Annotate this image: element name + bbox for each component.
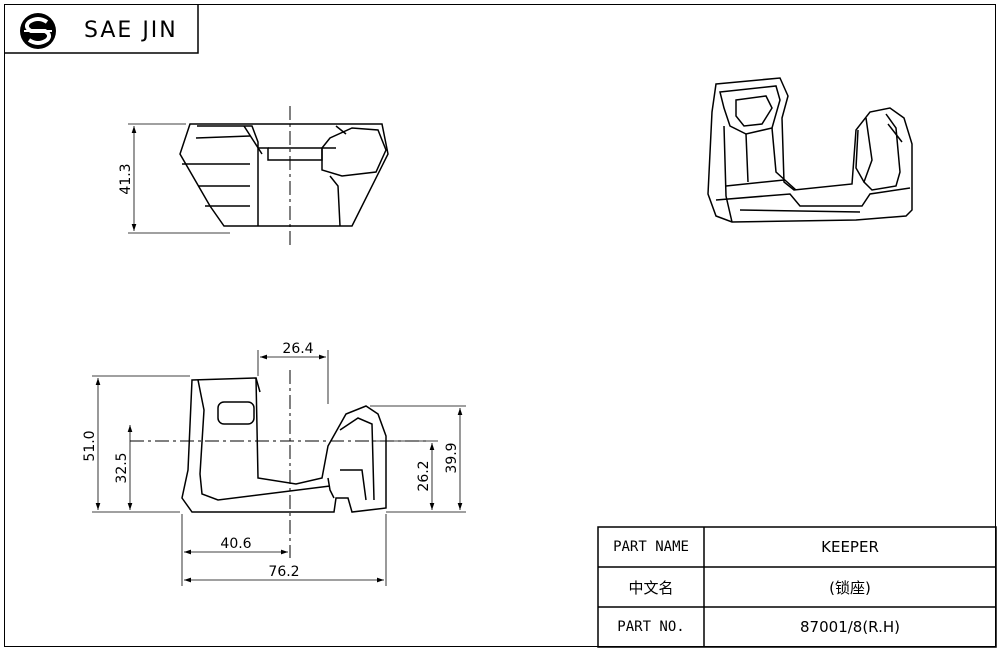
chinese-name-value: (锁座) (829, 578, 871, 597)
dim-overall-width: 76.2 (184, 514, 387, 586)
half-width-label: 40.6 (220, 536, 251, 552)
slot-width-label: 26.4 (282, 341, 313, 357)
dim-overall-height: 51.0 (82, 375, 190, 513)
dim-top-height: 41.3 (118, 123, 230, 234)
chinese-name-label: 中文名 (628, 578, 674, 597)
inner-height-label: 26.2 (416, 460, 432, 491)
overall-width-label: 76.2 (268, 564, 299, 580)
brand-name: SAE JIN (84, 18, 178, 43)
sae-jin-logo-icon (20, 13, 56, 49)
isometric-view (707, 77, 913, 223)
part-no-value: 87001/8(R.H) (800, 618, 900, 636)
dim-half-width: 40.6 (181, 514, 288, 586)
dim-right-height: 39.9 (370, 405, 466, 513)
dim-inner-height: 26.2 (372, 440, 438, 513)
center-height-label: 32.5 (114, 452, 130, 483)
part-no-label: PART NO. (617, 619, 685, 635)
drawing-frame (4, 4, 996, 647)
dim-slot-width: 26.4 (257, 341, 329, 404)
right-height-label: 39.9 (444, 442, 460, 473)
dim-center-height: 32.5 (114, 425, 133, 510)
overall-height-label: 51.0 (82, 430, 98, 461)
part-name-value: KEEPER (821, 538, 879, 556)
part-name-label: PART NAME (613, 539, 689, 555)
logo-box (4, 4, 199, 54)
front-view (181, 377, 387, 513)
top-height-label: 41.3 (118, 163, 134, 194)
top-view (179, 123, 389, 227)
title-block-grid (597, 526, 997, 648)
